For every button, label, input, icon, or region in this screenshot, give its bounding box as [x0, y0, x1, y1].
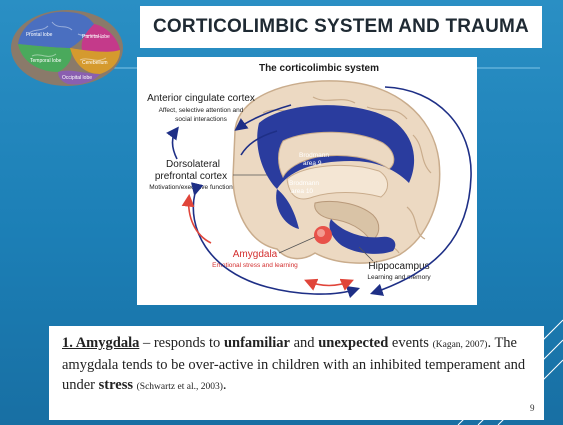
citation-schwartz: (Schwartz et al., 2003) — [137, 382, 223, 392]
amygdala-heading: 1. Amygdala — [62, 335, 139, 351]
dlpfc-title2: prefrontal cortex — [155, 171, 227, 182]
ba10-label-line2: area 10 — [291, 188, 313, 195]
brain-illustration — [233, 81, 440, 263]
acc-sub1: Affect, selective attention and — [159, 107, 244, 114]
body-paragraph: 1. Amygdala – responds to unfamiliar and… — [62, 333, 542, 397]
bold-stress: stress — [99, 377, 133, 393]
body-text-3: events — [388, 335, 432, 351]
amygdala-title: Amygdala — [233, 249, 278, 260]
bold-unexpected: unexpected — [318, 335, 388, 351]
logo-label-frontal: Frontal lobe — [26, 32, 53, 38]
logo-label-cerebellum: Cerebellum — [82, 60, 108, 66]
citation-kagan: (Kagan, 2007) — [433, 340, 488, 350]
brain-logo: Frontal lobe Parietal lobe Temporal lobe… — [8, 4, 126, 88]
logo-label-temporal: Temporal lobe — [30, 58, 62, 64]
slide-title: CORTICOLIMBIC SYSTEM AND TRAUMA — [153, 16, 529, 38]
ba9-label-line2: area 9 — [303, 160, 322, 167]
corticolimbic-figure: The corticolimbic system — [137, 57, 477, 305]
logo-label-parietal: Parietal lobe — [82, 34, 110, 40]
ba9-label-line1: Brodmann — [299, 152, 329, 159]
hippocampus-sub: Learning and memory — [367, 274, 431, 281]
dlpfc-sub: Motivation/executive function — [149, 184, 233, 191]
bold-unfamiliar: unfamiliar — [224, 335, 290, 351]
acc-title: Anterior cingulate cortex — [147, 93, 255, 104]
ba10-label-line1: Brodmann — [289, 180, 319, 187]
body-text-2: and — [290, 335, 318, 351]
logo-label-occipital: Occipital lobe — [62, 75, 92, 81]
dlpfc-title1: Dorsolateral — [166, 159, 220, 170]
page-number: 9 — [530, 403, 535, 413]
figure-title: The corticolimbic system — [259, 63, 379, 74]
body-text-1: – responds to — [139, 335, 224, 351]
brain-diagram: The corticolimbic system — [137, 57, 477, 305]
title-box: CORTICOLIMBIC SYSTEM AND TRAUMA — [140, 6, 542, 48]
acc-sub2: social interactions — [175, 116, 227, 123]
body-text-6: . — [223, 377, 227, 393]
